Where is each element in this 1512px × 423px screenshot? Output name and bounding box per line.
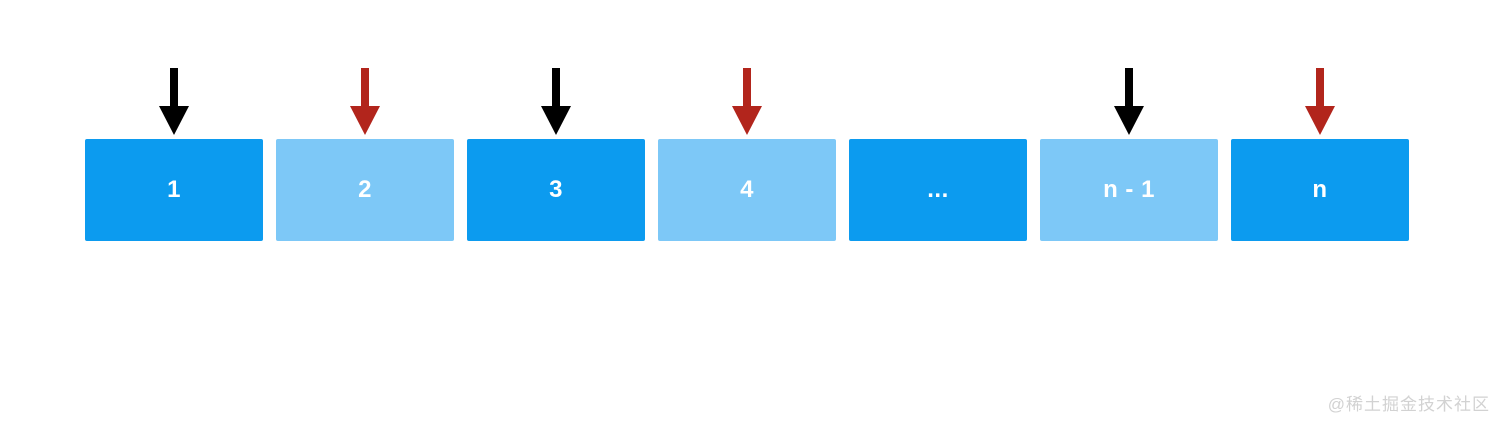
arrow-slot bbox=[85, 68, 263, 135]
cell-label: 3 bbox=[549, 176, 563, 203]
down-arrow-icon bbox=[1114, 68, 1144, 135]
arrow-slot bbox=[1231, 68, 1409, 135]
array-cell: 4 bbox=[658, 139, 836, 241]
array-cell: 2 bbox=[276, 139, 454, 241]
cell-label: n bbox=[1312, 176, 1328, 203]
cell-label: 2 bbox=[358, 176, 372, 203]
array-cell: 1 bbox=[85, 139, 263, 241]
array-cell: ... bbox=[849, 139, 1027, 241]
watermark-text: @稀土掘金技术社区 bbox=[1327, 395, 1490, 414]
down-arrow-icon bbox=[350, 68, 380, 135]
arrow-slot-empty bbox=[849, 68, 1027, 135]
arrow-slot bbox=[467, 68, 645, 135]
cell-label: 1 bbox=[167, 176, 181, 203]
arrow-slot bbox=[276, 68, 454, 135]
array-cell: 3 bbox=[467, 139, 645, 241]
cell-label: ... bbox=[927, 176, 949, 203]
down-arrow-icon bbox=[1305, 68, 1335, 135]
down-arrow-icon bbox=[159, 68, 189, 135]
arrow-row bbox=[85, 68, 1409, 135]
array-cell: n - 1 bbox=[1040, 139, 1218, 241]
cell-label: 4 bbox=[740, 176, 754, 203]
cell-label: n - 1 bbox=[1103, 176, 1155, 203]
arrow-slot bbox=[658, 68, 836, 135]
array-cell: n bbox=[1231, 139, 1409, 241]
down-arrow-icon bbox=[541, 68, 571, 135]
down-arrow-icon bbox=[732, 68, 762, 135]
arrow-slot bbox=[1040, 68, 1218, 135]
array-row: 1 2 3 4 ... n - 1 n bbox=[85, 139, 1409, 241]
